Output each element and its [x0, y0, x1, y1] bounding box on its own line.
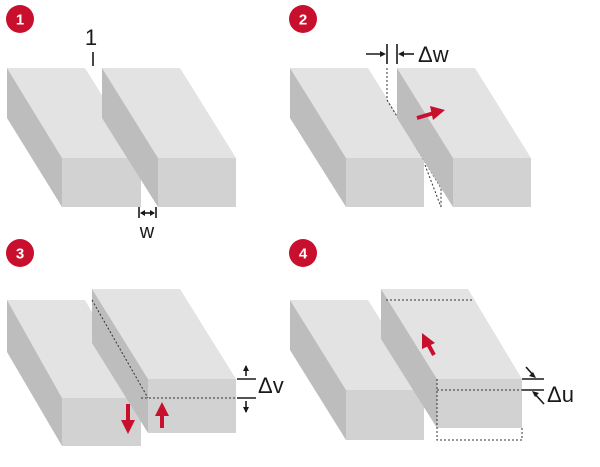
step-number-1: 1 — [16, 12, 24, 29]
original-position-outline — [386, 299, 523, 441]
right-block-shifted — [397, 68, 531, 207]
left-block — [7, 68, 141, 207]
step-badge-1: 1 — [6, 5, 34, 33]
width-dimension — [138, 207, 157, 218]
step-badge-2: 2 — [289, 5, 317, 33]
original-position-outline — [91, 299, 250, 399]
step-badge-3: 3 — [6, 239, 34, 267]
crack-label: 1 — [85, 25, 97, 50]
original-position-outline — [386, 68, 442, 208]
delta-w-dimension — [366, 44, 414, 64]
tearing-arrow — [422, 333, 436, 356]
panel-2: 2 Δw — [289, 5, 531, 208]
step-number-3: 3 — [16, 246, 24, 263]
delta-u-dimension — [522, 366, 545, 405]
left-block-lowered — [7, 300, 141, 446]
delta-w-label: Δw — [418, 42, 449, 67]
opening-arrow — [416, 106, 445, 120]
delta-v-label: Δv — [258, 373, 284, 398]
left-block — [290, 68, 424, 207]
panel-1: 1 1 w — [6, 5, 236, 243]
right-block-shifted — [381, 289, 522, 428]
width-label: w — [139, 221, 155, 243]
panel-3: 3 Δv — [6, 239, 284, 446]
sliding-arrow-up — [155, 402, 169, 428]
step-badge-4: 4 — [289, 239, 317, 267]
step-number-4: 4 — [299, 246, 308, 263]
right-block — [102, 68, 236, 207]
panel-4: 4 Δu — [289, 239, 574, 441]
left-block — [290, 300, 424, 440]
sliding-arrow-down — [121, 404, 135, 434]
delta-u-label: Δu — [547, 382, 574, 407]
delta-v-dimension — [237, 365, 256, 413]
step-number-2: 2 — [299, 12, 307, 29]
